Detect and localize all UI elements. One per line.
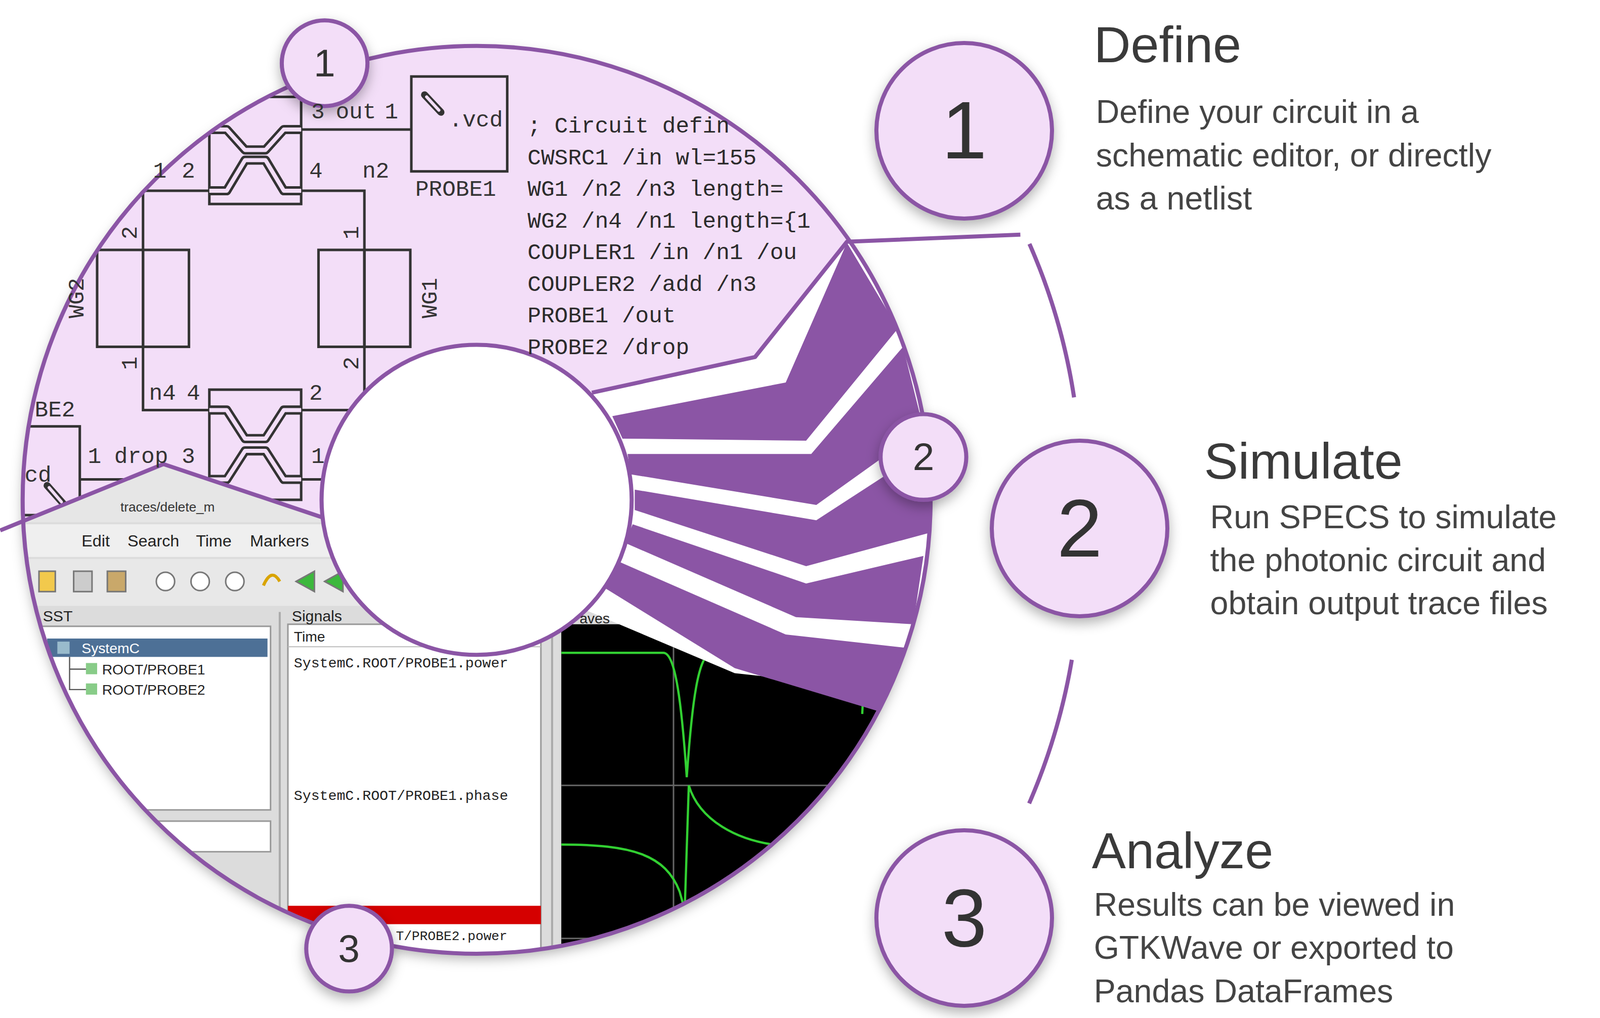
signal-name: T/PROBE2.power <box>395 930 508 944</box>
signal-name: SystemC.ROOT/PROBE1.phase <box>293 788 509 804</box>
step-connector <box>1029 243 1074 398</box>
netlist-line: PROBE2 /drop <box>527 336 690 359</box>
net-label: out <box>335 101 376 124</box>
callout-circles <box>281 20 967 992</box>
component-name: PROBE1 <box>415 178 497 201</box>
file-label: .vcd <box>448 109 503 132</box>
pin-number: 4 <box>309 160 323 183</box>
column-header: Time <box>293 629 326 644</box>
pin-number: 2 <box>181 160 196 183</box>
netlist-line: COUPLER1 /in /n1 /ou <box>527 241 797 265</box>
center-hole <box>321 344 632 655</box>
menu-item: Search <box>127 532 180 550</box>
step-circle: 2SimulateRun SPECS to simulate the photo… <box>989 438 1170 619</box>
step-heading: Analyze <box>1091 820 1274 882</box>
netlist-line: WG1 /n2 /n3 length= <box>527 178 784 201</box>
pin-number: 1 <box>341 225 364 240</box>
pin-number: 2 <box>341 356 364 371</box>
step-heading: Define <box>1093 14 1242 76</box>
panel-header: aves <box>579 611 610 626</box>
pin-number: 4 <box>186 382 201 405</box>
window-title: traces/delete_m <box>120 500 215 514</box>
signal-name: SystemC.ROOT/PROBE1.power <box>293 656 509 671</box>
callout-number: 3 <box>338 929 360 969</box>
tree-item: ROOT/PROBE1 <box>102 662 206 677</box>
step-number: 3 <box>878 832 1050 1004</box>
pin-number: 3 <box>181 445 196 469</box>
component-name: WG2 <box>66 277 89 319</box>
menu-item: Time <box>195 532 232 550</box>
step-heading: Simulate <box>1203 430 1403 492</box>
callout-number: 2 <box>912 437 935 477</box>
pin-number: 1 <box>119 356 142 371</box>
pin-number: 1 <box>152 160 167 183</box>
tree-item: ROOT/PROBE2 <box>102 682 206 697</box>
step-description: Results can be viewed in GTKWave or expo… <box>1093 883 1523 1014</box>
panel-header: SST <box>43 608 73 624</box>
step-circle: 1DefineDefine your circuit in a schemati… <box>874 40 1055 221</box>
pin-number: 2 <box>119 225 142 240</box>
netlist-line: COUPLER2 /add /n3 <box>527 273 757 296</box>
step-number: 1 <box>878 45 1050 217</box>
menu-item: Edit <box>81 532 110 550</box>
pin-number: 1 <box>311 445 325 469</box>
pin-number: 1 <box>87 445 102 469</box>
net-label: drop <box>114 445 168 469</box>
coupler-waveguides <box>209 129 302 480</box>
panel-header: Signals <box>291 608 343 624</box>
netlist-line: PROBE1 /out <box>527 305 677 328</box>
step-description: Run SPECS to simulate the photonic circu… <box>1210 495 1600 626</box>
callout-number: 1 <box>313 44 336 83</box>
component-name: WG1 <box>419 277 442 319</box>
netlist-line: CWSRC1 /in wl=155 <box>527 146 757 170</box>
net-label: n4 <box>148 382 176 405</box>
file-label: cd <box>24 464 52 487</box>
step-number: 2 <box>993 442 1166 615</box>
netlist-line: ; Circuit defin <box>527 115 730 138</box>
pin-number: 2 <box>309 382 323 405</box>
step-description: Define your circuit in a schematic edito… <box>1096 90 1525 221</box>
component-name: BE2 <box>34 398 76 421</box>
region-borders <box>0 46 1021 954</box>
menu-item: Markers <box>249 532 309 550</box>
netlist-line: WG2 /n4 /n1 length={1 <box>527 209 811 233</box>
tree-item: SystemC <box>81 640 140 655</box>
pin-number: 3 <box>311 101 325 124</box>
pin-number: 1 <box>384 101 399 124</box>
step-circle: 3AnalyzeResults can be viewed in GTKWave… <box>874 828 1055 1008</box>
step-connector <box>1029 659 1072 804</box>
net-label: n2 <box>362 160 390 183</box>
